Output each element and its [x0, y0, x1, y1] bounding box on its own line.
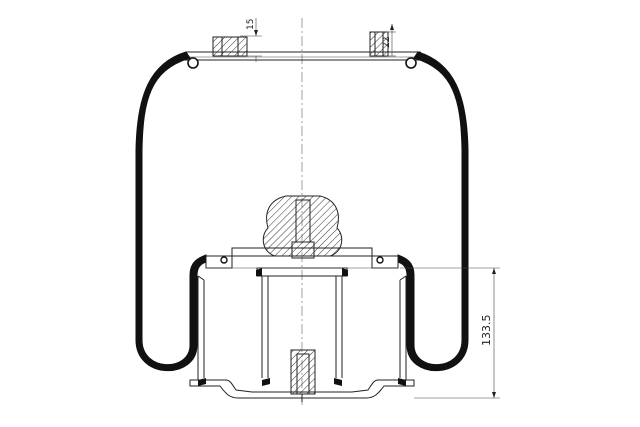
- bottom-stud: [290, 349, 316, 395]
- dimension-22: 22: [382, 24, 396, 57]
- bumper: [262, 195, 343, 259]
- dimension-133-5: 133.5: [400, 267, 500, 399]
- dimension-15: 15: [240, 18, 262, 62]
- dimension-top-left-label: 15: [246, 19, 256, 30]
- dimension-height-label: 133.5: [480, 315, 493, 347]
- dimension-top-right-label: 22: [382, 37, 392, 48]
- left-stud: [212, 36, 248, 57]
- piston: [189, 247, 415, 402]
